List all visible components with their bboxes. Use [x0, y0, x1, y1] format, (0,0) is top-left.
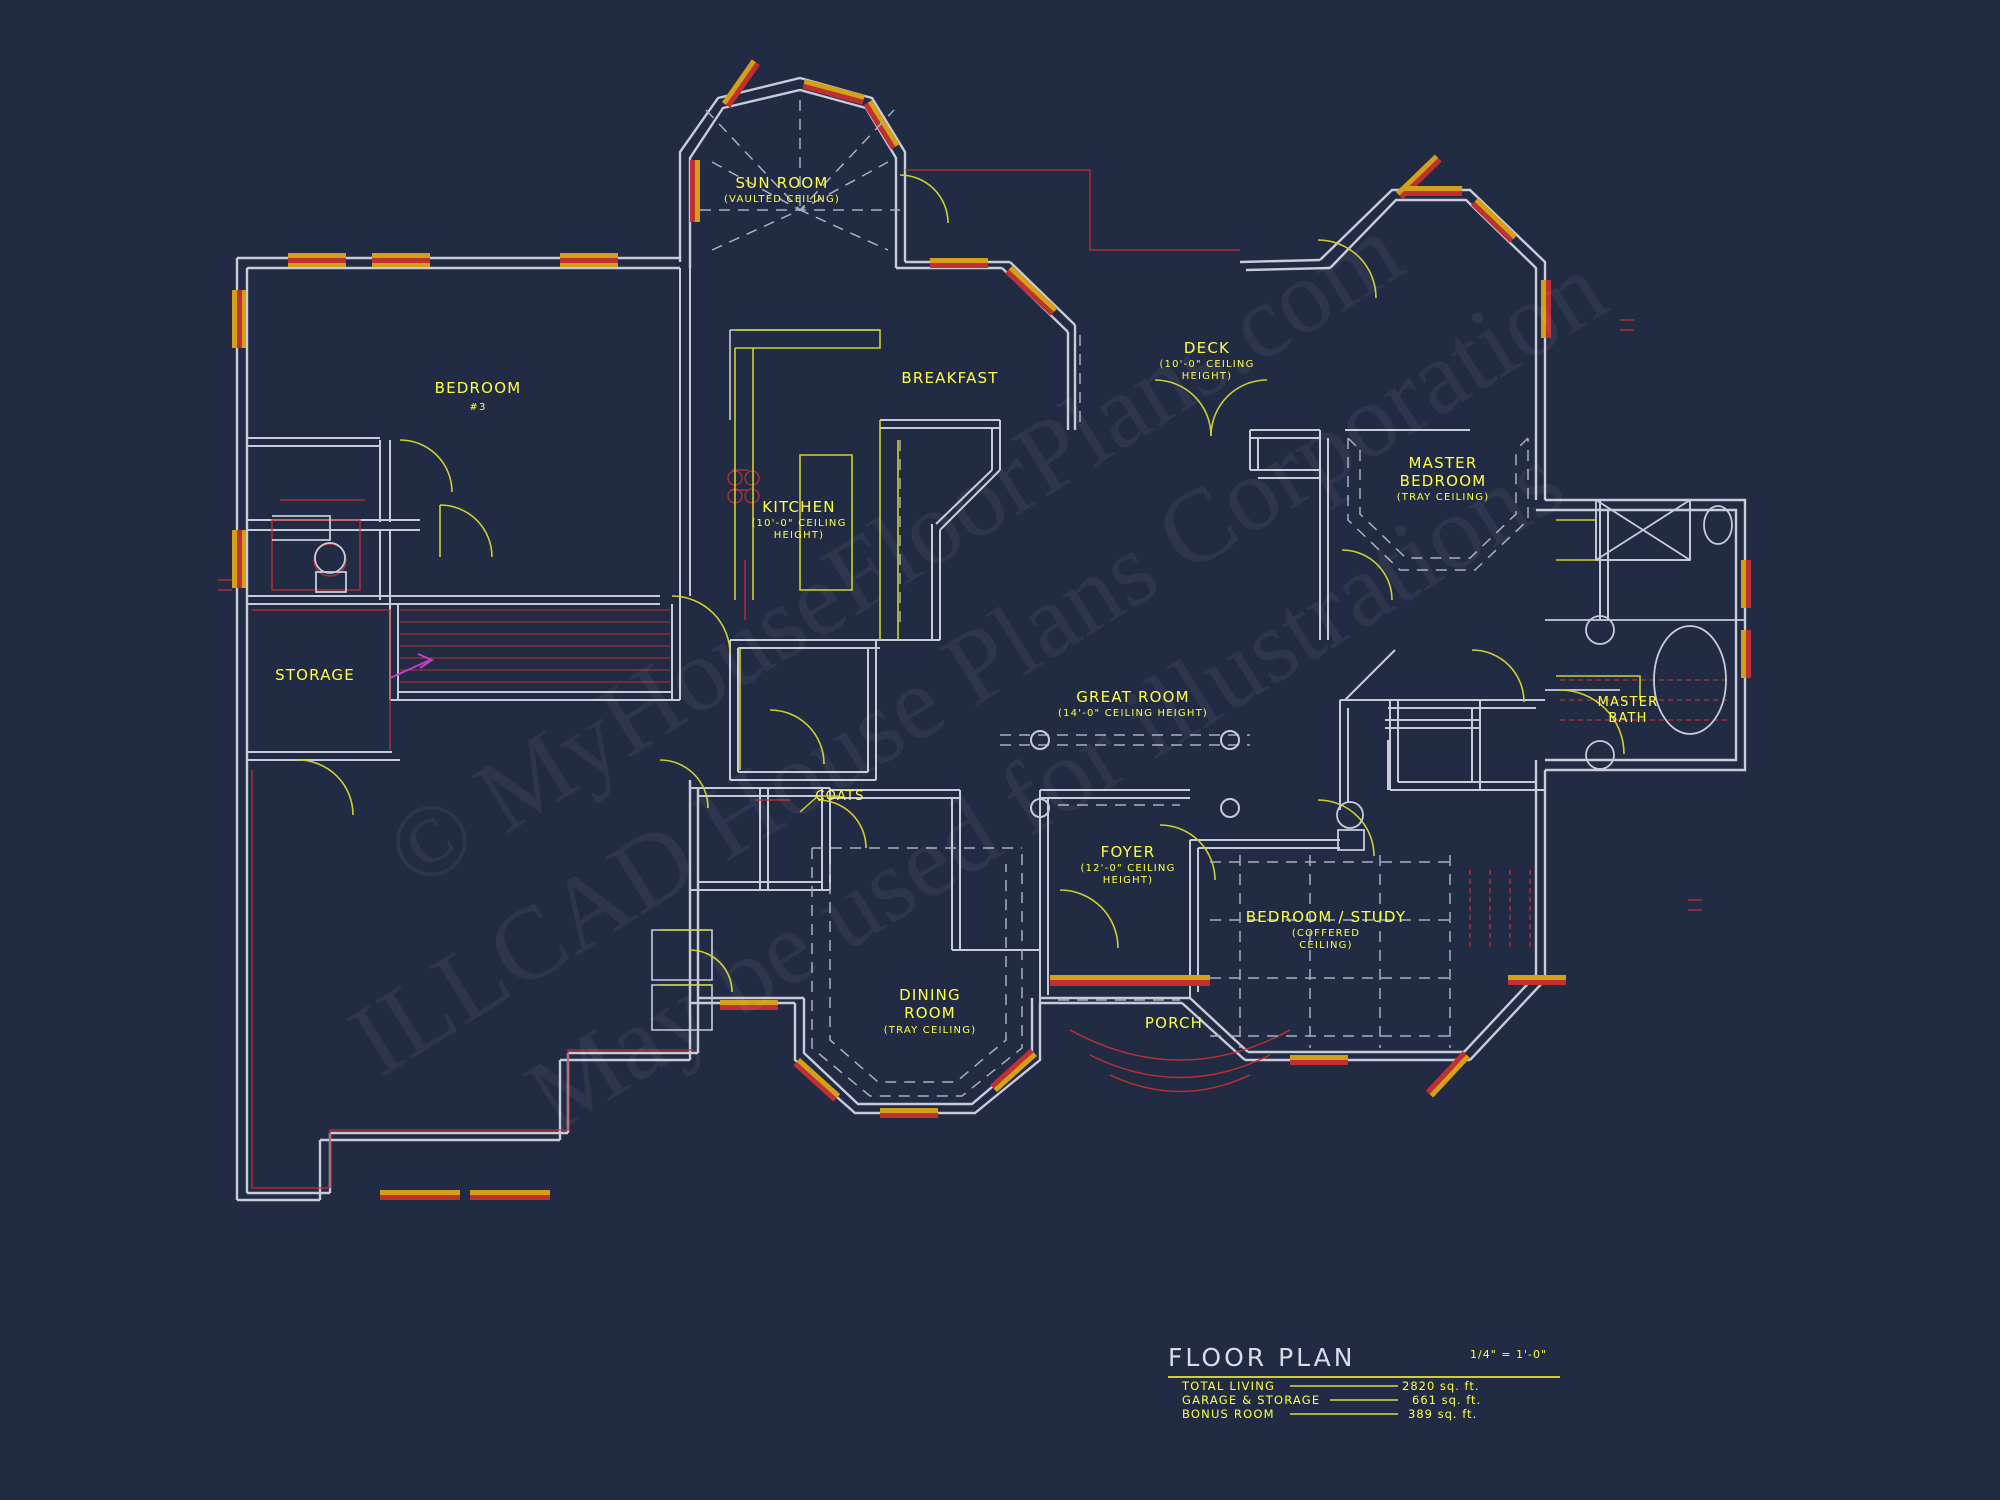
room-label-bedroom-study: BEDROOM / STUDY [1246, 908, 1406, 926]
coats-leader-line [799, 795, 838, 813]
room-label-porch: PORCH [1145, 1014, 1203, 1032]
room-label-storage: STORAGE [275, 666, 355, 684]
room-label-master-bath-1: MASTER [1598, 695, 1659, 710]
room-note-great-room: (14'-0" CEILING HEIGHT) [1058, 708, 1208, 719]
room-label-master-bedroom-2: BEDROOM [1400, 472, 1487, 490]
area-row-3-value: 389 sq. ft. [1408, 1407, 1477, 1421]
room-label-kitchen: KITCHEN [762, 498, 835, 516]
room-note-deck-2: HEIGHT) [1182, 371, 1232, 382]
area-row-1-value: 2820 sq. ft. [1402, 1379, 1480, 1393]
area-row-2-value: 661 sq. ft. [1412, 1393, 1481, 1407]
room-label-sun-room: SUN ROOM [735, 174, 828, 192]
room-label-coats: COATS [815, 789, 864, 804]
room-note-master-bedroom: (TRAY CEILING) [1397, 492, 1490, 503]
room-label-bedroom-3: BEDROOM [435, 379, 522, 397]
title-block-scale: 1/4" = 1'-0" [1470, 1348, 1547, 1361]
title-block-heading: FLOOR PLAN [1168, 1343, 1355, 1372]
area-row-1-label: TOTAL LIVING [1181, 1379, 1275, 1393]
room-note-kitchen-2: HEIGHT) [774, 530, 824, 541]
window-symbols [232, 59, 1751, 1200]
room-note-kitchen-1: (10'-0" CEILING [751, 518, 846, 529]
room-label-deck: DECK [1184, 339, 1230, 357]
title-block: FLOOR PLAN 1/4" = 1'-0" TOTAL LIVING 282… [1168, 1343, 1560, 1421]
room-note-dining: (TRAY CEILING) [884, 1025, 977, 1036]
room-note-bedroom-study-2: CEILING) [1299, 940, 1353, 951]
room-note-bedroom-study-1: (COFFERED [1292, 928, 1360, 939]
area-row-2-label: GARAGE & STORAGE [1182, 1393, 1320, 1407]
room-note-foyer-2: HEIGHT) [1103, 875, 1153, 886]
room-label-dining-1: DINING [899, 986, 961, 1004]
room-label-breakfast: BREAKFAST [901, 369, 998, 387]
room-note-deck-1: (10'-0" CEILING [1159, 359, 1254, 370]
room-label-dining-2: ROOM [904, 1004, 956, 1022]
room-note-bedroom-3: #3 [469, 402, 486, 413]
stair-direction-arrow [389, 653, 435, 679]
room-label-master-bath-2: BATH [1608, 711, 1647, 726]
room-label-master-bedroom-1: MASTER [1409, 454, 1478, 472]
area-row-3-label: BONUS ROOM [1182, 1407, 1275, 1421]
room-label-great-room: GREAT ROOM [1076, 688, 1190, 706]
room-labels: SUN ROOM (VAULTED CEILING) BEDROOM #3 BR… [275, 174, 1659, 1036]
room-note-sun-room: (VAULTED CEILING) [724, 194, 840, 205]
room-label-foyer: FOYER [1101, 843, 1156, 861]
room-note-foyer-1: (12'-0" CEILING [1080, 863, 1175, 874]
